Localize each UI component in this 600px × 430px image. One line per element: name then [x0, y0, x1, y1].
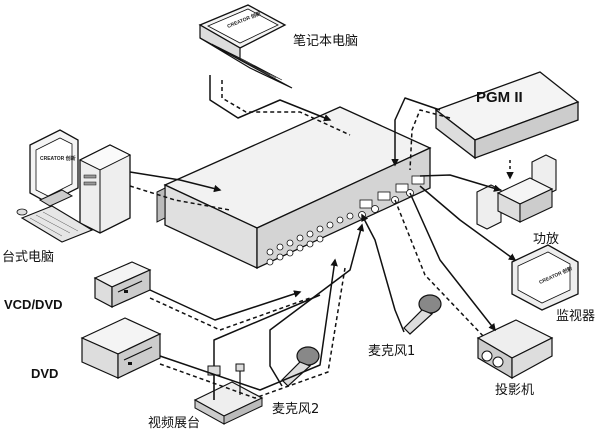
monitor-tv: CREATOR 创新 — [511, 244, 579, 311]
front-connectors — [266, 175, 425, 266]
label-visual-presenter: 视频展台 — [148, 416, 201, 430]
amplifier-speakers — [476, 154, 557, 230]
pgm-ii-unit — [434, 71, 580, 160]
label-dvd: DVD — [31, 366, 59, 381]
desktop-computer: CREATOR 创新 — [16, 129, 132, 243]
label-projector: 投影机 — [495, 383, 535, 398]
label-vcd-dvd: VCD/DVD — [4, 297, 63, 312]
microphone-2 — [281, 346, 320, 387]
label-amplifier: 功放 — [533, 232, 560, 247]
laptop: CREATOR 创新 — [198, 4, 293, 89]
label-microphone-1: 麦克风1 — [368, 344, 416, 359]
label-desktop: 台式电脑 — [2, 250, 55, 265]
projector — [476, 319, 554, 380]
visual-presenter — [193, 363, 264, 425]
central-matrix-unit — [156, 106, 432, 270]
vcd-dvd-player — [93, 261, 152, 308]
dvd-player — [80, 317, 162, 379]
label-microphone-2: 麦克风2 — [272, 402, 320, 417]
label-monitor: 监视器 — [556, 309, 596, 324]
label-pgm-ii: PGM II — [476, 89, 523, 106]
cables — [129, 75, 517, 399]
desktop-logo-text: CREATOR 创新 — [40, 155, 76, 162]
microphone-1 — [403, 294, 442, 335]
label-laptop: 笔记本电脑 — [293, 34, 359, 49]
